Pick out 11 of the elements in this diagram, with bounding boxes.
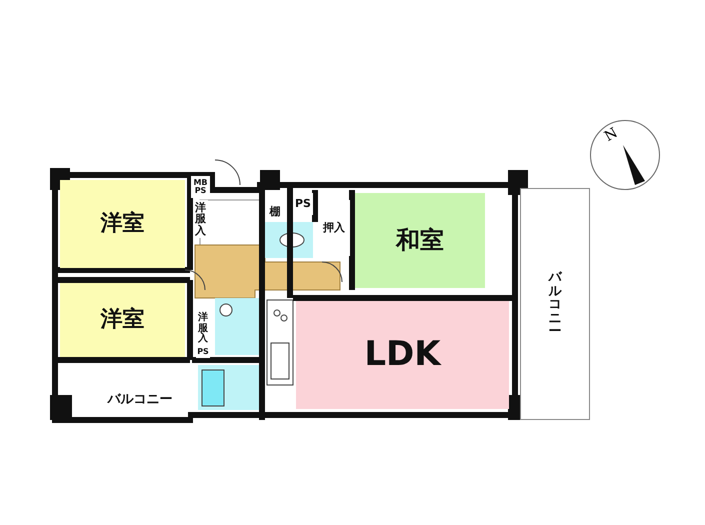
room-area: 洋室 — [60, 283, 185, 357]
balcony-area: バルコニー — [520, 188, 590, 420]
room-area: LDK — [296, 301, 509, 409]
storage-area: PS — [293, 193, 313, 215]
closet-area: 洋服入 — [196, 312, 210, 346]
north-label: N — [602, 125, 620, 145]
storage-area: MB PS — [191, 176, 210, 198]
closet-area: 洋服入 — [193, 200, 208, 238]
room-area: 洋室 — [60, 180, 185, 268]
room-area: 和室 — [355, 193, 485, 288]
storage-area: PS — [196, 347, 210, 358]
